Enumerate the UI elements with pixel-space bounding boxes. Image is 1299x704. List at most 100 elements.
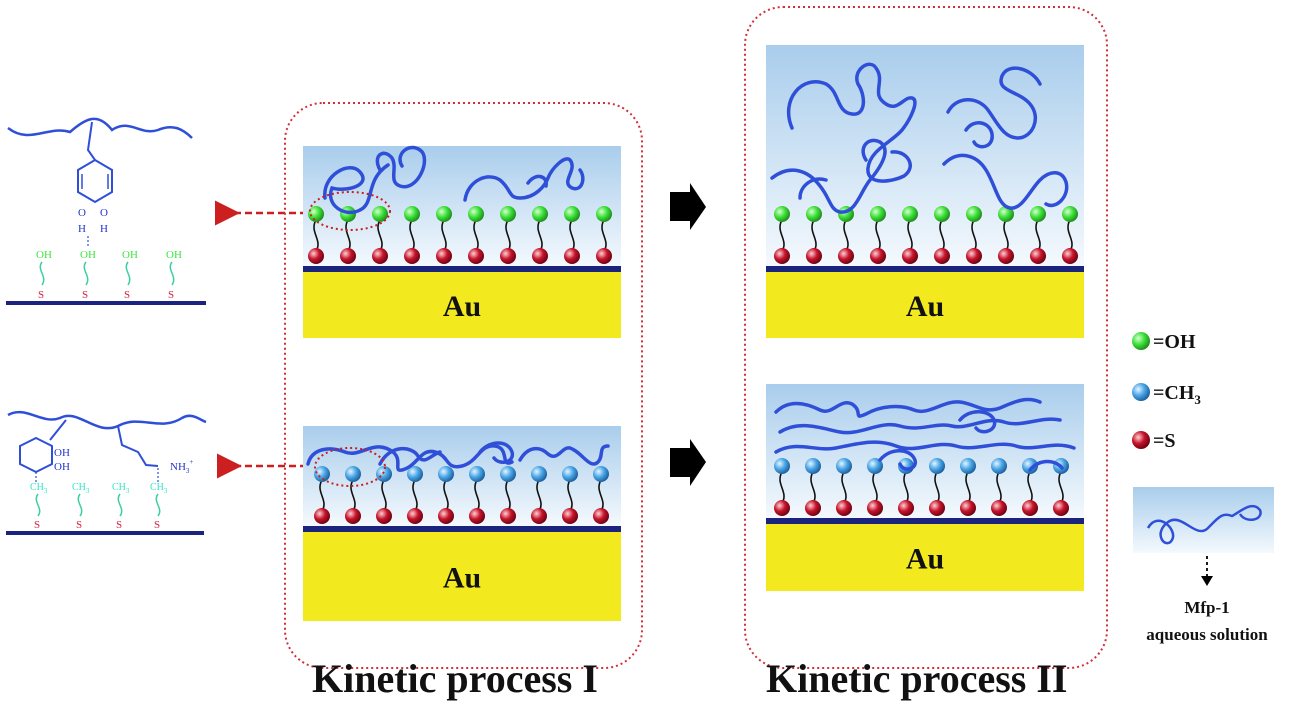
chemistry-oh-surface: O O H H OH OH OH OH S S S S	[6, 117, 206, 305]
oh-bead	[308, 206, 324, 222]
ch3-label: CH3	[30, 482, 48, 495]
process-2-title: Kinetic process II	[766, 656, 1067, 701]
s-bead	[774, 500, 790, 516]
gold-substrate	[766, 518, 1084, 591]
s-bead	[564, 248, 580, 264]
ch3-bead	[593, 466, 609, 482]
sulfur-label: S	[168, 289, 174, 301]
ch3-bead	[836, 458, 852, 474]
gold-label: Au	[906, 290, 944, 323]
s-bead	[991, 500, 1007, 516]
gold-surface-line	[303, 526, 621, 532]
mfp-polymer-chain	[478, 441, 515, 464]
s-bead-icon	[1132, 431, 1150, 449]
s-bead	[562, 508, 578, 524]
ch3-bead	[500, 466, 516, 482]
sulfur-label: S	[38, 289, 44, 301]
s-bead	[1062, 248, 1078, 264]
s-bead	[1030, 248, 1046, 264]
mfp-polymer-chain	[774, 397, 1042, 418]
s-bead	[593, 508, 609, 524]
solution-region	[766, 384, 1084, 518]
s-bead	[531, 508, 547, 524]
s-bead	[1053, 500, 1069, 516]
ch3-label: CH3	[150, 482, 168, 495]
ch3-bead	[314, 466, 330, 482]
gold-surface-line	[766, 518, 1084, 524]
s-bead	[966, 248, 982, 264]
oxygen-label: O	[100, 207, 108, 219]
s-bead	[469, 508, 485, 524]
ch3-bead	[469, 466, 485, 482]
panel-process2-ch3: Au	[766, 384, 1084, 591]
s-bead	[308, 248, 324, 264]
hydrogen-label: H	[78, 223, 86, 235]
sulfur-label: S	[124, 289, 130, 301]
ch3-bead	[407, 466, 423, 482]
oh-bead	[468, 206, 484, 222]
ch3-bead	[1022, 458, 1038, 474]
s-bead	[960, 500, 976, 516]
oh-label: OH	[54, 447, 70, 459]
mfp-polymer-chain	[463, 157, 585, 202]
oh-bead	[934, 206, 950, 222]
oh-bead	[1030, 206, 1046, 222]
polymer-backbone	[7, 117, 193, 139]
mfp-label-line2: aqueous solution	[1146, 625, 1268, 644]
gold-surface-line	[6, 301, 206, 305]
gold-surface-line	[766, 266, 1084, 272]
mfp-polymer-chain	[942, 153, 1069, 210]
process-arrow-top	[670, 183, 706, 230]
gold-surface-line	[303, 266, 621, 272]
interaction-highlight-top	[309, 191, 391, 231]
ch3-bead-icon	[1132, 383, 1150, 401]
gold-surface-line	[6, 531, 204, 535]
ch3-bead	[438, 466, 454, 482]
s-bead	[867, 500, 883, 516]
s-bead	[870, 248, 886, 264]
oh-bead	[1062, 206, 1078, 222]
mfp-polymer-chain	[526, 174, 548, 188]
s-bead	[998, 248, 1014, 264]
ch3-bead	[531, 466, 547, 482]
side-chain	[86, 121, 96, 161]
oh-bead-icon	[1132, 332, 1150, 350]
mfp-polymer-chain	[798, 177, 828, 200]
mfp-polymer-chain	[878, 449, 918, 471]
benzene-ring	[77, 158, 113, 204]
oh-bead	[902, 206, 918, 222]
polymer-backbone	[7, 410, 207, 430]
oh-label: OH	[80, 249, 96, 261]
solution-region	[303, 146, 621, 266]
oh-bead	[774, 206, 790, 222]
mfp-label-line1: Mfp-1	[1184, 598, 1229, 617]
s-bead	[345, 508, 361, 524]
sulfur-label: S	[34, 519, 40, 531]
ch3-bead	[345, 466, 361, 482]
ch3-bead	[867, 458, 883, 474]
s-bead	[532, 248, 548, 264]
s-bead	[376, 508, 392, 524]
s-bead	[314, 508, 330, 524]
gold-label: Au	[443, 290, 481, 323]
legend-ch3: =CH3	[1153, 382, 1201, 407]
s-bead	[838, 248, 854, 264]
ch3-label: CH3	[112, 482, 130, 495]
oh-bead	[998, 206, 1014, 222]
s-bead	[934, 248, 950, 264]
oh-label: OH	[122, 249, 138, 261]
oh-bead	[404, 206, 420, 222]
s-bead	[806, 248, 822, 264]
s-bead	[436, 248, 452, 264]
s-bead	[805, 500, 821, 516]
s-bead	[340, 248, 356, 264]
chemistry-ch3-surface: OH OH NH3+ CH3 CH3 CH3 CH3 S S S S	[6, 410, 207, 535]
mfp-polymer-chain	[378, 447, 442, 466]
s-bead	[1022, 500, 1038, 516]
mfp-polymer-chain	[964, 121, 994, 149]
oh-bead	[870, 206, 886, 222]
oh-bead	[596, 206, 612, 222]
mfp-polymer-chain	[770, 138, 887, 214]
oh-bead	[436, 206, 452, 222]
